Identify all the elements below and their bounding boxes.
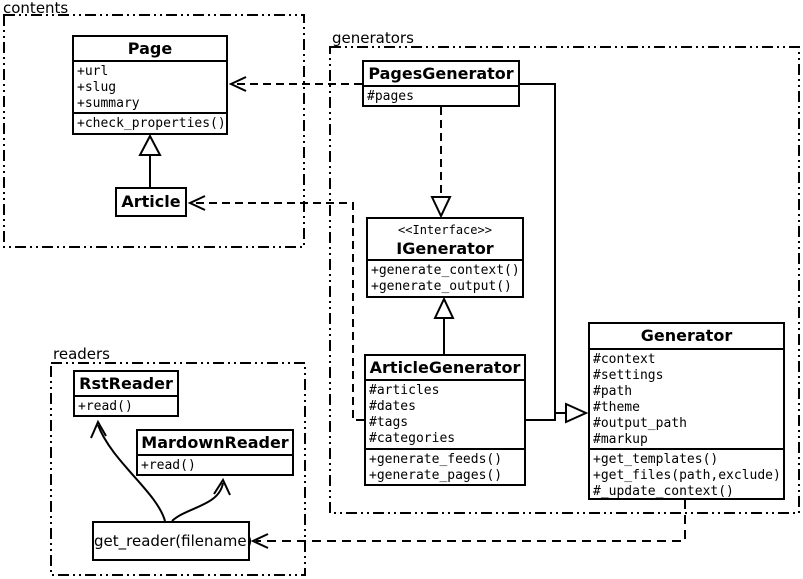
edge-generators-inherit-generator (520, 83, 589, 424)
edge-articlegenerator-depends-article (187, 195, 364, 421)
attribute: #markup (593, 432, 648, 447)
attribute: #categories (369, 431, 456, 446)
edge-getreader-to-mardownreader (171, 477, 231, 522)
package-label-contents: contents (3, 0, 69, 17)
method: +generate_output() (371, 279, 512, 294)
class-title-mardown-reader: MardownReader (138, 431, 292, 456)
class-title-article: Article (121, 192, 181, 211)
attribute: #tags (369, 415, 409, 430)
class-title-article-generator: ArticleGenerator (366, 356, 524, 381)
class-box-page: Page +url +slug +summary +check_properti… (72, 35, 228, 135)
article-generator-methods: +generate_feeds() +generate_pages() (366, 448, 524, 486)
class-box-article: Article (115, 187, 187, 217)
open-arrowhead-icon (213, 477, 231, 496)
package-label-readers: readers (53, 345, 110, 363)
generator-attributes: #context #settings #path #theme #output_… (590, 350, 783, 448)
attribute: +summary (77, 96, 140, 111)
igenerator-title-compartment: <<Interface>> IGenerator (368, 219, 522, 261)
function-box-get-reader: get_reader(filename) (92, 521, 253, 561)
class-box-mardown-reader: MardownReader +read() (136, 429, 294, 476)
hollow-triangle-icon (430, 196, 452, 219)
edge-pagesgenerator-depends-page (228, 76, 362, 92)
class-title-generator: Generator (590, 324, 783, 350)
attribute: #path (593, 384, 633, 399)
page-methods: +check_properties() (74, 112, 226, 134)
method: +generate_pages() (369, 468, 503, 483)
class-box-generator: Generator #context #settings #path #them… (588, 322, 785, 500)
edge-pagesgenerator-realizes-igenerator (430, 107, 452, 219)
attribute: #context (593, 352, 656, 367)
generator-methods: +get_templates() +get_files(path,exclude… (590, 448, 783, 502)
attribute: #dates (369, 399, 416, 414)
class-box-pages-generator: PagesGenerator #pages (362, 60, 520, 107)
method: #_update_context() (593, 484, 734, 499)
class-title-rst-reader: RstReader (75, 372, 177, 397)
pages-generator-attributes: #pages (364, 87, 518, 107)
class-box-rst-reader: RstReader +read() (73, 370, 179, 417)
method: +get_templates() (593, 452, 719, 467)
open-arrowhead-icon (187, 195, 206, 211)
method: +read() (141, 458, 196, 473)
igenerator-methods: +generate_context() +generate_output() (368, 261, 522, 297)
attribute: +url (77, 64, 109, 79)
rst-reader-methods: +read() (75, 397, 177, 417)
method: +get_files(path,exclude) (593, 468, 781, 483)
open-arrowhead-icon (90, 419, 107, 439)
class-box-igenerator: <<Interface>> IGenerator +generate_conte… (366, 217, 524, 298)
attribute: #output_path (593, 416, 687, 431)
edge-articlegenerator-realizes-igenerator (433, 296, 455, 354)
attribute: #pages (367, 89, 414, 104)
attribute: +slug (77, 80, 117, 95)
interface-stereotype: <<Interface>> (398, 223, 492, 237)
page-attributes: +url +slug +summary (74, 62, 226, 112)
class-title-page: Page (74, 37, 226, 62)
method: +generate_context() (371, 263, 520, 278)
method: +generate_feeds() (369, 452, 503, 467)
hollow-triangle-icon (433, 296, 455, 319)
edge-generator-depends-getreader (250, 500, 686, 549)
edge-article-inherits-page (138, 133, 162, 187)
class-title-igenerator: IGenerator (396, 239, 494, 258)
package-label-generators: generators (332, 29, 414, 47)
attribute: #articles (369, 383, 440, 398)
get-reader-label: get_reader(filename) (94, 532, 253, 550)
attribute: #theme (593, 400, 640, 415)
hollow-triangle-icon (565, 402, 589, 424)
open-arrowhead-icon (228, 76, 247, 92)
open-arrowhead-icon (250, 533, 269, 549)
class-box-article-generator: ArticleGenerator #articles #dates #tags … (364, 354, 526, 486)
method: +check_properties() (77, 116, 226, 131)
article-generator-attributes: #articles #dates #tags #categories (366, 381, 524, 448)
attribute: #settings (593, 368, 664, 383)
class-title-pages-generator: PagesGenerator (364, 62, 518, 87)
method: +read() (78, 399, 133, 414)
hollow-triangle-icon (138, 133, 162, 156)
mardown-reader-methods: +read() (138, 456, 292, 476)
